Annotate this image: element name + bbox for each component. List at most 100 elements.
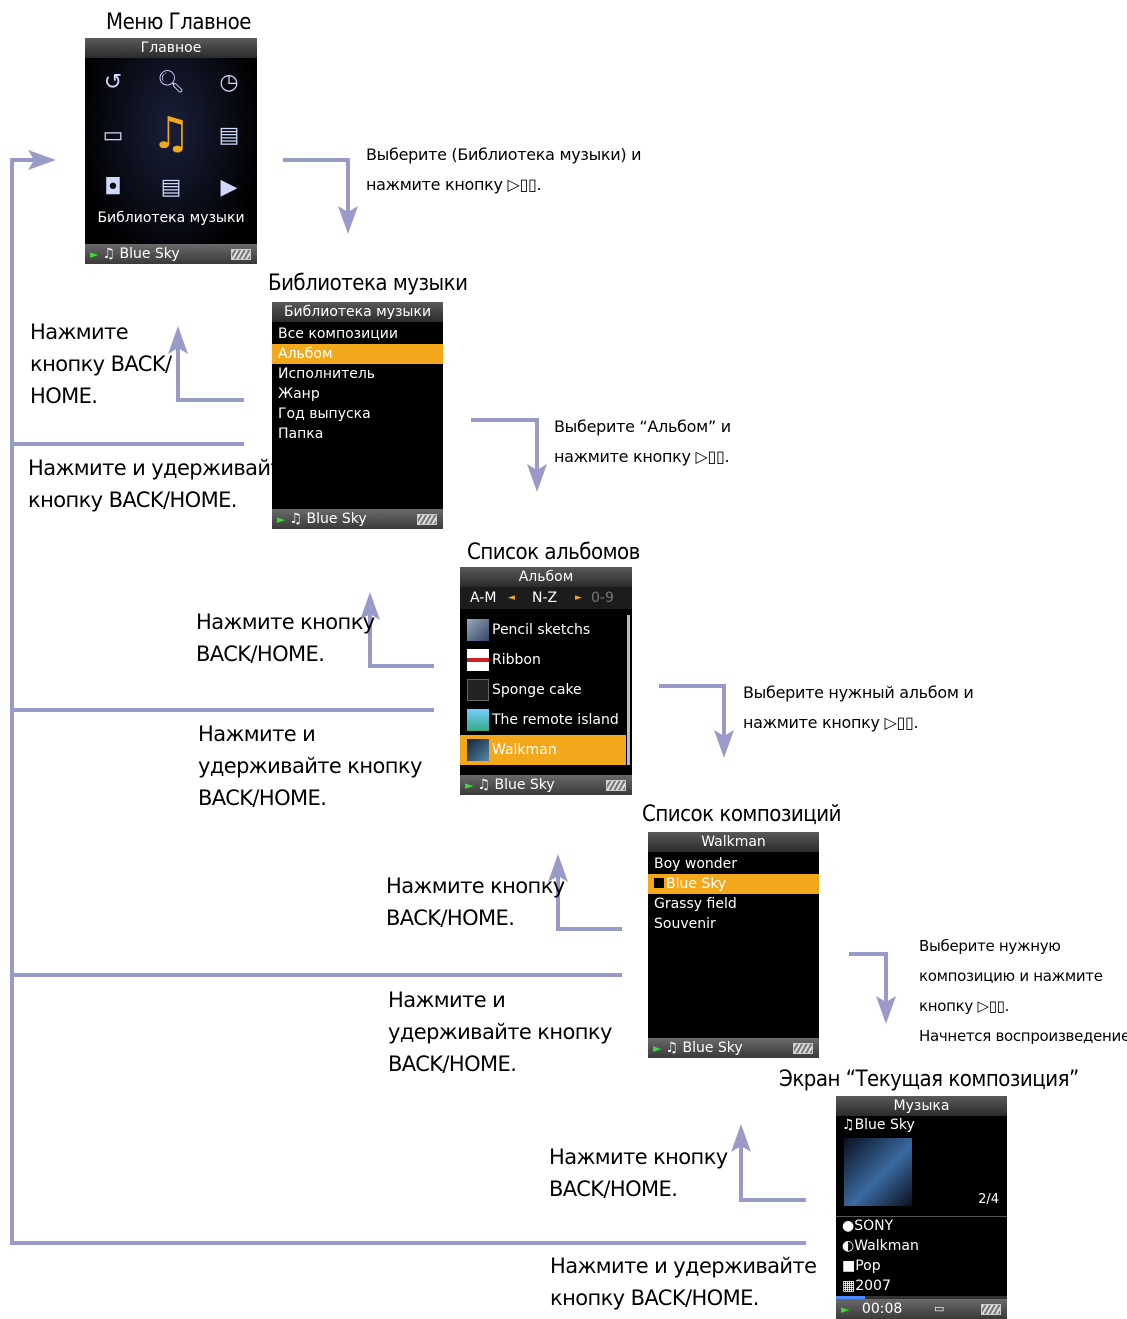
note-period: . [536,175,542,194]
index-tab[interactable]: 0-9 [591,590,614,606]
track-title: ♫Blue Sky [842,1117,915,1133]
arrowhead-right [28,150,56,170]
arrowhead-up [731,1124,751,1152]
selected-menu-label: Библиотека музыки [97,210,245,226]
menu-item-selected[interactable]: Альбом [272,344,443,364]
index-tab[interactable]: A-M [470,590,497,606]
toolbox-icon[interactable]: ◘ [104,175,122,200]
album-thumb [467,709,489,731]
instruction-select-library: Выберите (Библиотека музыки) и нажмите к… [366,140,642,200]
song-item-selected[interactable]: Blue Sky [648,874,819,894]
note-line: Выберите нужный альбом и [743,683,974,702]
status-track: Blue Sky [119,246,180,262]
hold-back-line [10,158,244,446]
battery-icon [606,780,626,791]
video-icon[interactable]: ▤ [218,123,240,148]
back-arrow [176,345,244,402]
back-arrow [556,872,622,931]
progress-fill [836,1296,866,1299]
play-status-icon: ► [277,513,286,526]
now-playing-icon [654,878,664,888]
menu-item[interactable]: Жанр [278,386,320,402]
arrowhead-down [714,730,734,758]
album-thumb [467,739,489,761]
track-info: ●SONY ◐Walkman ■Pop ▦2007 [842,1218,919,1294]
play-status-icon: ► [653,1042,662,1055]
arrow-left-icon: ◄ [508,593,515,603]
arrow-right-icon: ► [575,593,582,603]
instruction-select-album: Выберите нужный альбом и нажмите кнопку … [743,678,974,738]
back-arrow [368,610,434,668]
note-icon: ♫ [842,1117,855,1133]
arrowhead-up [548,854,568,882]
battery-icon [231,249,251,260]
progress-bar [836,1296,1007,1299]
elapsed-time: 00:08 [861,1301,903,1317]
album-row[interactable]: The remote island [460,705,626,735]
album-row[interactable]: Ribbon [460,645,626,675]
caption-music-library: Библиотека музыки [268,271,468,296]
screen-title: Библиотека музыки [272,302,443,322]
album-row[interactable]: Pencil sketchs [460,615,626,645]
album-row-selected[interactable]: Walkman [460,735,626,765]
note-icon: ♫ [102,246,116,262]
play-status-icon: ► [841,1303,850,1316]
album-icon: ◐ [842,1238,855,1254]
play-pause-icon: ▷▯▯ [977,997,1005,1015]
song-list-screen: Walkman Boy wonder Blue Sky Grassy field… [648,832,819,1058]
note-line: Выберите (Библиотека музыки) и [366,145,642,164]
song-item[interactable]: Grassy field [654,896,737,912]
note-icon: ♫ [665,1040,679,1056]
podcast-icon[interactable]: ▶ [220,175,238,200]
forward-arrow [849,952,888,1012]
instruction-select-album-menu: Выберите “Альбом” и нажмите кнопку ▷▯▯. [554,412,731,472]
document-icon[interactable]: ▤ [160,175,182,200]
status-bar: ►♫ Blue Sky [85,244,257,264]
year-icon: ▦ [842,1278,856,1294]
menu-item[interactable]: Папка [278,426,324,442]
song-item[interactable]: Souvenir [654,916,716,932]
photo-icon[interactable]: ▭ [102,123,124,148]
play-pause-icon: ▷▯▯ [695,447,725,466]
forward-arrow [471,418,539,480]
note-line: Выберите “Альбом” и [554,417,731,436]
genre-icon: ■ [842,1258,856,1274]
note-line: нажмите кнопку [743,713,880,732]
artist-icon: ● [842,1218,855,1234]
menu-item[interactable]: Все композиции [278,326,398,342]
music-icon[interactable]: ♫ [151,108,191,159]
caption-album-list: Список альбомов [467,540,640,565]
note-line: нажмите кнопку [366,175,503,194]
rewind-icon[interactable]: ↺ [103,70,123,95]
screen-title: Музыка [836,1096,1007,1116]
menu-item[interactable]: Исполнитель [278,366,376,382]
song-item[interactable]: Boy wonder [654,856,738,872]
status-bar: ►♫ Blue Sky [648,1038,819,1058]
status-track: Blue Sky [306,511,367,527]
status-bar: ►♫ Blue Sky [272,509,443,529]
album-row[interactable]: Sponge cake [460,675,626,705]
index-tab[interactable]: N-Z [532,590,558,606]
album-thumb [467,649,489,671]
note-line: композицию и нажмите [919,967,1103,985]
note-line: Выберите нужную [919,937,1061,955]
album-thumb [467,619,489,641]
arrowhead-down [876,996,896,1024]
menu-item[interactable]: Год выпуска [278,406,371,422]
folder-icon: ▭ [934,1302,945,1315]
music-library-screen: Библиотека музыки Все композиции Альбом … [272,302,443,529]
search-icon[interactable]: 🔍︎ [157,70,185,95]
forward-arrow [659,684,726,746]
note-icon: ♫ [289,511,303,527]
scrollbar[interactable] [627,615,630,765]
clock-icon[interactable]: ◷ [219,70,239,95]
album-art [844,1138,912,1206]
battery-icon [981,1304,1001,1315]
caption-now-playing: Экран “Текущая композиция” [779,1067,1079,1092]
